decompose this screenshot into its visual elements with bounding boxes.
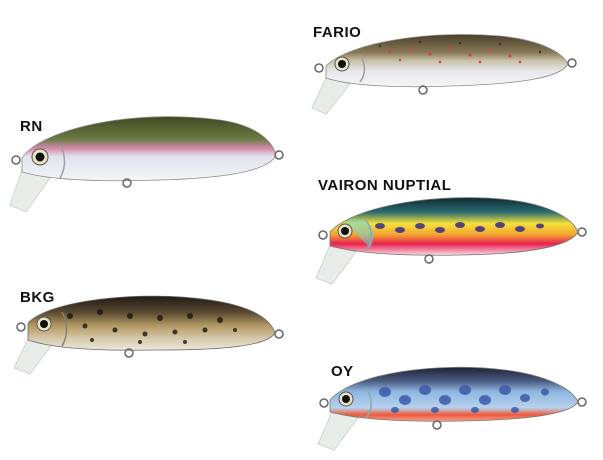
lure-oy-body	[329, 366, 579, 422]
lure-label-vairon-nuptial: VAIRON NUPTIAL	[318, 177, 452, 194]
lure-oy-lip	[317, 411, 359, 451]
lure-rn-body	[21, 116, 277, 182]
lure-label-rn: RN	[20, 118, 43, 135]
lure-bkg-spots	[67, 309, 237, 344]
lure-fario-spots	[388, 46, 522, 64]
lure-label-fario: FARIO	[313, 24, 362, 41]
lure-vairon-spots	[375, 222, 544, 233]
lure-label-oy: OY	[331, 363, 354, 380]
lure-label-bkg: BKG	[20, 289, 55, 306]
lure-oy-spots	[379, 385, 549, 413]
